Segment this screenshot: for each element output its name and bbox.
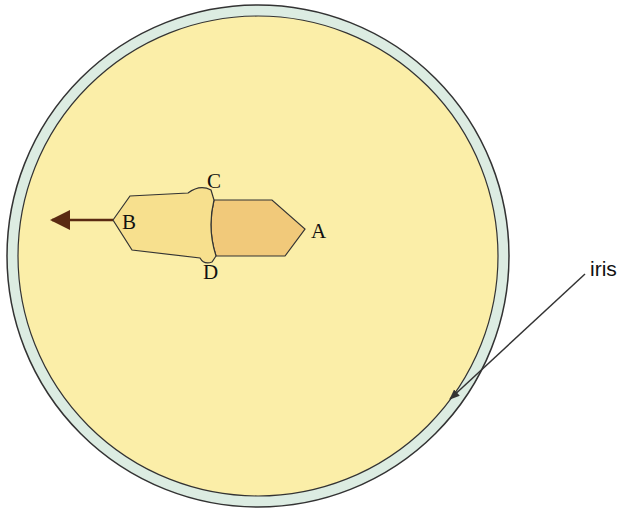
point-label: C: [207, 171, 221, 192]
point-label: D: [203, 262, 218, 283]
direction-arrow: [52, 219, 113, 222]
part-label: iris: [590, 258, 617, 279]
leader-line: [450, 274, 585, 399]
object-back: [113, 188, 216, 263]
pupil-area: [18, 16, 498, 496]
object-front: [211, 200, 305, 256]
iris-ring: [7, 5, 509, 507]
point-label: B: [122, 212, 136, 233]
point-label: A: [311, 221, 326, 242]
